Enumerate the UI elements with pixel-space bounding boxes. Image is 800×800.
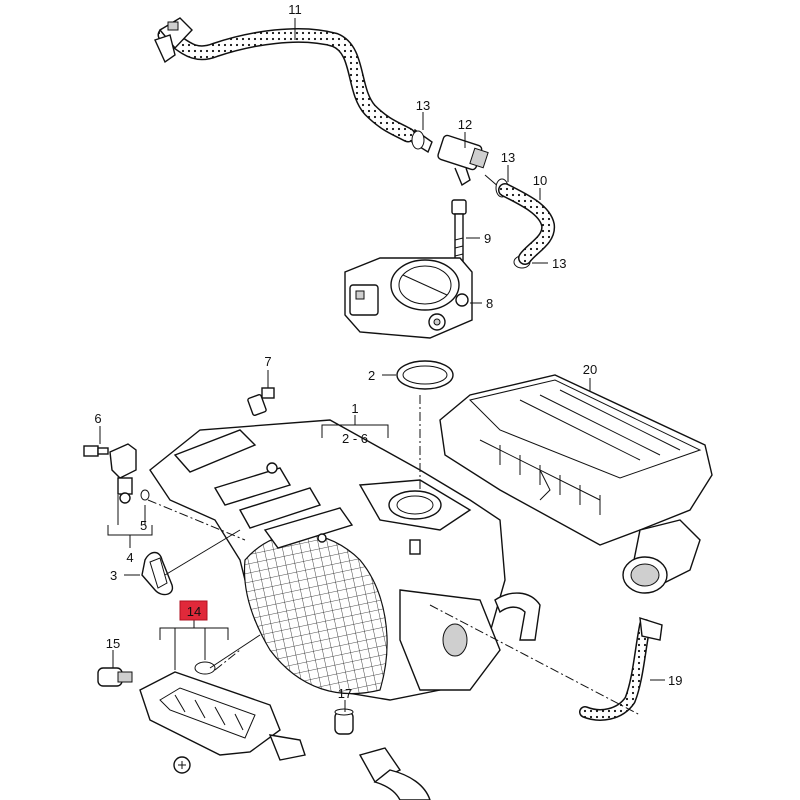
bolt-7 bbox=[247, 387, 275, 416]
seal-3 bbox=[141, 551, 174, 596]
callout-11: 11 bbox=[288, 2, 302, 17]
leader-lines bbox=[99, 18, 665, 712]
screw-18 bbox=[173, 756, 191, 774]
valve-12 bbox=[411, 128, 501, 189]
callout-7: 7 bbox=[264, 354, 271, 369]
callout-1-range: 2 - 6 bbox=[342, 431, 368, 446]
sensor-4 bbox=[109, 443, 150, 504]
callout-1: 1 bbox=[351, 401, 358, 416]
bolt-6 bbox=[83, 445, 109, 457]
throttle-body-8 bbox=[344, 257, 473, 339]
gasket-2 bbox=[396, 360, 454, 390]
callout-3: 3 bbox=[110, 568, 117, 583]
hose-19 bbox=[579, 617, 663, 721]
callout-20: 20 bbox=[583, 362, 597, 377]
intake-manifold-1 bbox=[149, 419, 541, 701]
assembly-lines bbox=[147, 395, 641, 716]
callout-2: 2 bbox=[368, 368, 375, 383]
highlight-box-14 bbox=[179, 600, 208, 621]
hose-10 bbox=[498, 183, 556, 265]
callout-13-c: 13 bbox=[552, 256, 566, 271]
callout-8: 8 bbox=[486, 296, 493, 311]
callout-6: 6 bbox=[94, 411, 101, 426]
callout-5: 5 bbox=[140, 518, 147, 533]
plug-17 bbox=[334, 708, 354, 735]
hose-11 bbox=[154, 17, 416, 143]
callout-14: 14 bbox=[187, 604, 201, 619]
callout-12: 12 bbox=[458, 117, 472, 132]
cover-14 bbox=[139, 661, 306, 761]
plug-15 bbox=[97, 667, 133, 687]
callouts: 11 13 12 13 10 9 13 8 2 7 6 1 2 - 6 20 5… bbox=[94, 2, 682, 701]
callout-13-a: 13 bbox=[416, 98, 430, 113]
callout-19: 19 bbox=[668, 673, 682, 688]
connector bbox=[358, 747, 431, 800]
callout-13-b: 13 bbox=[501, 150, 515, 165]
callout-4: 4 bbox=[126, 550, 133, 565]
callout-9: 9 bbox=[484, 231, 491, 246]
air-filter-housing-20 bbox=[439, 374, 713, 594]
callout-15: 15 bbox=[106, 636, 120, 651]
callout-17: 17 bbox=[338, 686, 352, 701]
callout-10: 10 bbox=[533, 173, 547, 188]
